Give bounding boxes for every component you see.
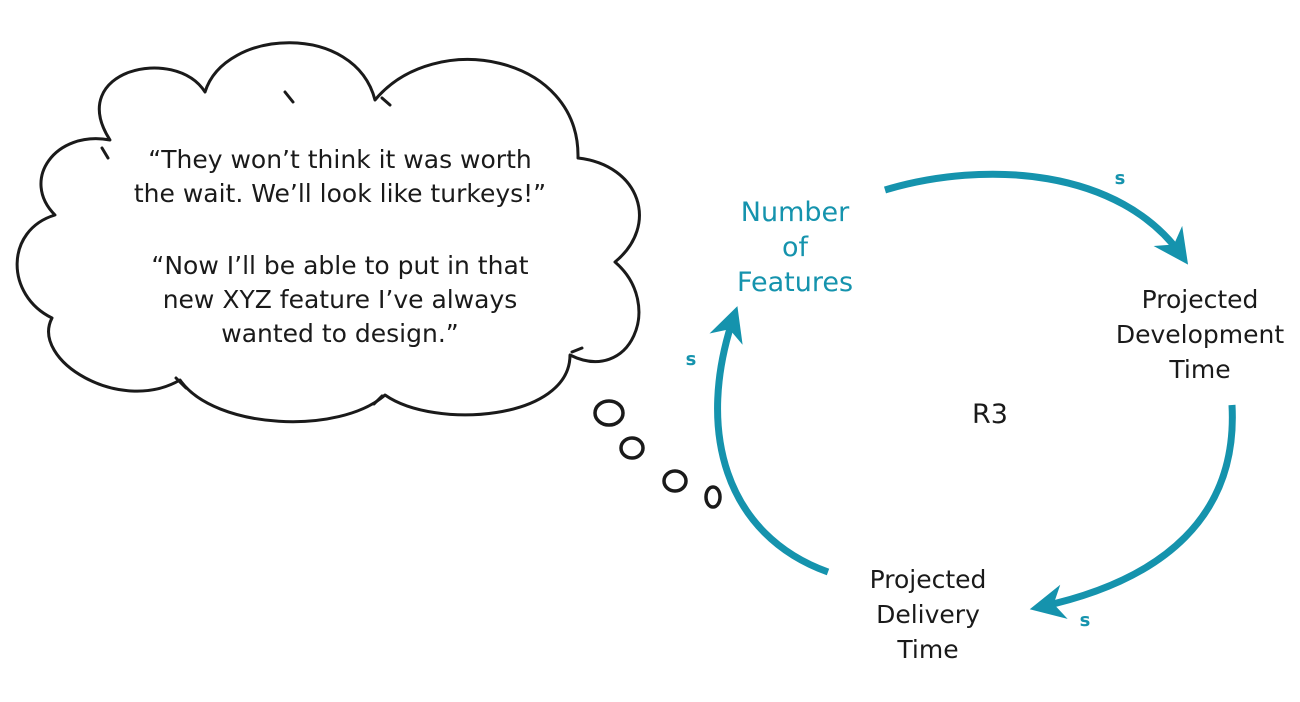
node-number-of-features-line-2: of (781, 232, 809, 263)
quote-2-line-2: new XYZ feature I’ve always (162, 285, 518, 314)
node-number-of-features-line-3: Features (736, 267, 854, 298)
link-features-to-development-time (883, 170, 1189, 265)
cloud-crease-1 (283, 90, 295, 104)
node-projected-development-time: Projected Development Time (1100, 282, 1300, 387)
quote-2: “Now I’ll be able to put in that new XYZ… (100, 249, 580, 351)
cloud-crease-6 (174, 376, 188, 390)
quote-1-line-2: the wait. We’ll look like turkeys!” (133, 179, 547, 208)
node-projected-delivery-time-line-2: Delivery (876, 600, 980, 629)
link-development-to-delivery-time (1029, 404, 1236, 619)
quote-1-line-1: “They won’t think it was worth (148, 145, 532, 174)
thought-bubble-circle-1 (593, 399, 625, 427)
thought-cloud (15, 41, 641, 424)
polarity-label-delivery-to-features: s (685, 349, 697, 370)
quote-1: “They won’t think it was worth the wait.… (100, 143, 580, 211)
polarity-label-features-to-development: s (1114, 168, 1126, 189)
cloud-crease-3 (100, 146, 110, 160)
cloud-crease-2 (380, 96, 392, 107)
node-projected-development-time-line-1: Projected (1141, 285, 1259, 314)
node-number-of-features: Number of Features (705, 195, 885, 300)
polarity-label-development-to-delivery: s (1079, 610, 1091, 631)
node-projected-delivery-time: Projected Delivery Time (838, 562, 1018, 667)
node-projected-development-time-line-3: Time (1169, 355, 1231, 384)
thought-bubble-circle-4 (704, 485, 722, 509)
cloud-crease-4 (570, 346, 584, 354)
node-number-of-features-line-1: Number (740, 197, 850, 228)
node-projected-delivery-time-line-3: Time (897, 635, 959, 664)
thought-bubble-circle-3 (662, 469, 688, 493)
thought-bubble-circle-2 (619, 436, 645, 460)
loop-label-r3: R3 (972, 399, 1008, 430)
quote-2-line-1: “Now I’ll be able to put in that (151, 251, 529, 280)
quote-2-line-3: wanted to design.” (221, 319, 459, 348)
node-projected-delivery-time-line-1: Projected (869, 565, 987, 594)
link-delivery-to-features (709, 306, 830, 576)
cloud-crease-5 (372, 394, 384, 406)
node-projected-development-time-line-2: Development (1115, 320, 1285, 349)
